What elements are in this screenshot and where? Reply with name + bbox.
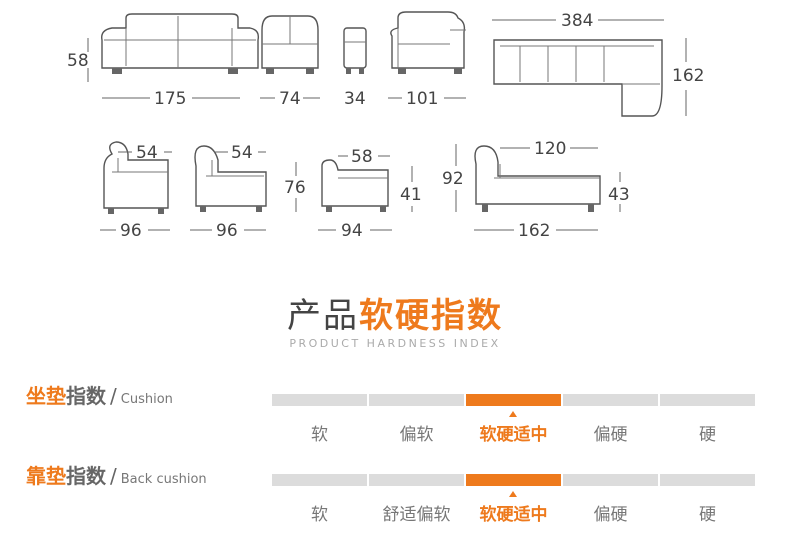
dim-120: 120 bbox=[534, 139, 566, 159]
title-cn: 产品软硬指数 bbox=[0, 288, 790, 337]
side-view-3-drawing bbox=[321, 159, 389, 212]
side-view-2-drawing bbox=[194, 145, 267, 212]
back-cushion-level-labels: 软 舒适偏软 软硬适中 偏硬 硬 bbox=[272, 500, 755, 525]
back-cushion-label-gray: 指数 bbox=[66, 464, 106, 488]
cushion-level-3: 软硬适中 bbox=[479, 425, 548, 445]
back-seg-5 bbox=[660, 474, 755, 486]
dim-43: 43 bbox=[608, 185, 630, 205]
chaise-side-view-drawing bbox=[474, 145, 601, 212]
dim-41: 41 bbox=[400, 185, 422, 205]
back-level-4: 偏硬 bbox=[593, 505, 628, 525]
cushion-seg-1 bbox=[272, 394, 367, 406]
cushion-slash: / bbox=[110, 384, 117, 408]
back-level-5: 硬 bbox=[699, 505, 716, 525]
hardness-index-title: 产品软硬指数 PRODUCT HARDNESS INDEX bbox=[0, 288, 790, 350]
dim-34: 34 bbox=[344, 89, 366, 109]
cushion-label-en: Cushion bbox=[120, 392, 173, 407]
top-row-dimensions: 58 175 74 34 101 384 162 bbox=[67, 11, 704, 116]
sofa-dimension-diagrams: 58 175 74 34 101 384 162 bbox=[67, 11, 704, 241]
back-seg-1 bbox=[272, 474, 367, 486]
cushion-hardness-bar bbox=[272, 394, 755, 406]
cushion-level-labels: 软 偏软 软硬适中 偏硬 硬 bbox=[272, 420, 755, 445]
dim-175: 175 bbox=[154, 89, 186, 109]
back-level-3: 软硬适中 bbox=[479, 505, 548, 525]
dim-54-a: 54 bbox=[136, 143, 158, 163]
back-seg-2 bbox=[369, 474, 464, 486]
cushion-seg-3-active bbox=[466, 394, 561, 406]
armless-chair-drawing bbox=[261, 15, 319, 74]
back-cushion-pointer-icon bbox=[509, 491, 517, 497]
side-view-1-drawing bbox=[103, 141, 169, 214]
dim-54-b: 54 bbox=[231, 143, 253, 163]
cushion-seg-5 bbox=[660, 394, 755, 406]
back-cushion-slash: / bbox=[110, 464, 117, 488]
cushion-label-orange: 坐垫 bbox=[26, 384, 66, 408]
back-cushion-hardness-bar bbox=[272, 474, 755, 486]
dim-58-mid: 58 bbox=[351, 147, 373, 167]
dim-162-mid: 162 bbox=[518, 221, 550, 241]
back-cushion-label: 靠垫指数/Back cushion bbox=[26, 460, 207, 489]
title-en: PRODUCT HARDNESS INDEX bbox=[289, 337, 501, 350]
back-level-1: 软 bbox=[311, 505, 328, 525]
dim-96-a: 96 bbox=[120, 221, 142, 241]
l-sofa-top-view-drawing bbox=[493, 39, 663, 117]
back-level-2: 舒适偏软 bbox=[382, 505, 451, 525]
cushion-seg-4 bbox=[563, 394, 658, 406]
dim-76: 76 bbox=[284, 178, 306, 198]
cushion-level-2: 偏软 bbox=[399, 425, 434, 445]
cushion-pointer-icon bbox=[509, 411, 517, 417]
dim-58: 58 bbox=[67, 51, 89, 71]
cushion-level-5: 硬 bbox=[699, 425, 716, 445]
cushion-seg-2 bbox=[369, 394, 464, 406]
dim-74: 74 bbox=[279, 89, 301, 109]
cushion-level-1: 软 bbox=[311, 425, 328, 445]
cushion-level-4: 偏硬 bbox=[593, 425, 628, 445]
dim-101: 101 bbox=[406, 89, 438, 109]
dim-92: 92 bbox=[442, 169, 464, 189]
side-table-drawing bbox=[343, 27, 367, 74]
middle-row-dimensions: 54 54 96 96 76 58 41 94 92 120 43 1 bbox=[100, 139, 630, 241]
dim-96-b: 96 bbox=[216, 221, 238, 241]
back-seg-4 bbox=[563, 474, 658, 486]
back-cushion-label-orange: 靠垫 bbox=[26, 464, 66, 488]
three-seat-sofa-drawing bbox=[101, 13, 260, 74]
title-cn-normal: 产品 bbox=[287, 296, 359, 336]
title-cn-bold: 软硬指数 bbox=[359, 296, 503, 336]
back-seg-3-active bbox=[466, 474, 561, 486]
dim-162-top: 162 bbox=[672, 66, 704, 86]
dim-94: 94 bbox=[341, 221, 363, 241]
dim-384: 384 bbox=[561, 11, 593, 31]
back-cushion-label-en: Back cushion bbox=[120, 472, 207, 487]
cushion-label: 坐垫指数/Cushion bbox=[26, 380, 173, 409]
single-arm-chair-drawing bbox=[390, 11, 466, 74]
cushion-label-gray: 指数 bbox=[66, 384, 106, 408]
